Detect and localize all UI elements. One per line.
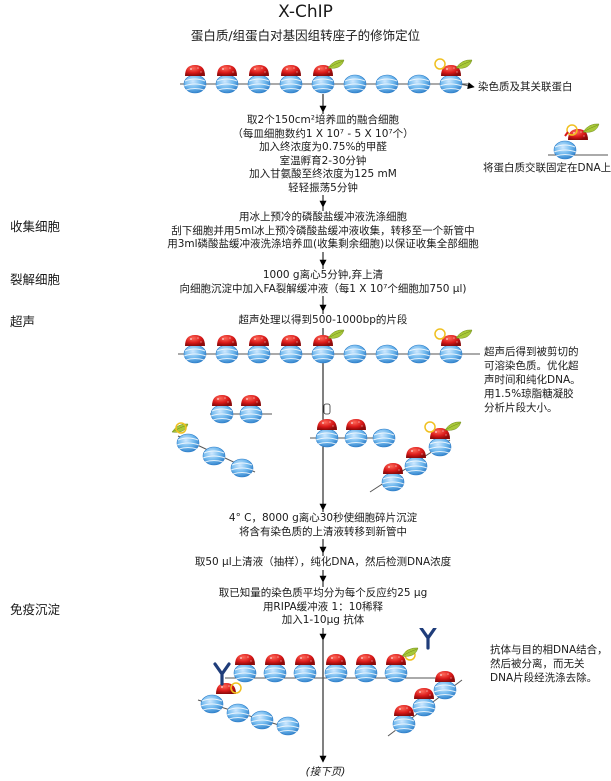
step-line: 取已知量的染色质平均分为每个反应约25 µg xyxy=(218,587,428,599)
note-antibody: 抗体与目的相DNA结合， 然后被分离，而无关 DNA片段经洗涤去除。 xyxy=(490,643,608,685)
note-line: 声时间和纯化DNA。 xyxy=(484,374,581,386)
section-sonicate: 超声 xyxy=(10,314,36,329)
step-sonicate: 超声处理以得到500-1000bp的片段 xyxy=(173,314,473,328)
step-line: 1000 g离心5分钟,弃上清 xyxy=(262,269,384,281)
section-ip: 免疫沉淀 xyxy=(10,602,61,617)
step-line: 取2个150cm²培养皿的融合细胞 xyxy=(247,114,399,126)
chromatin-ip xyxy=(197,626,463,737)
step-line: 向细胞沉淀中加入FA裂解缓冲液（每1 X 10⁷个细胞加750 µl) xyxy=(179,282,467,295)
note-line: 然后被分离，而无关 xyxy=(490,658,585,670)
note-line: 可溶染色质。优化超 xyxy=(484,360,579,372)
section-collect: 收集细胞 xyxy=(10,219,61,234)
note-line: 超声后得到被剪切的 xyxy=(484,346,579,358)
step-line: 加入终浓度为0.75%的甲醛 xyxy=(259,141,387,153)
page-subtitle: 蛋白质/组蛋白对基因组转座子的修饰定位 xyxy=(190,28,421,43)
section-lyse: 裂解细胞 xyxy=(10,272,61,287)
step-line: 刮下细胞并用5ml冰上预冷磷酸盐缓冲液收集，转移至一个新管中 xyxy=(171,224,475,237)
step-line: 用冰上预冷的磷酸盐缓冲液洗涤细胞 xyxy=(239,211,407,223)
step-centrifuge: 4° C，8000 g离心30秒使细胞碎片沉淀 将含有染色质的上清液转移到新管中 xyxy=(173,512,473,539)
step-line: 4° C，8000 g离心30秒使细胞碎片沉淀 xyxy=(228,512,418,524)
step-line: 用3ml磷酸盐缓冲液洗涤培养皿(收集剩余细胞)以保证收集全部细胞 xyxy=(167,238,479,250)
note-line: 分析片段大小。 xyxy=(484,402,558,414)
note-sonication: 超声后得到被剪切的 可溶染色质。优化超 声时间和纯化DNA。 用1.5%琼脂糖凝… xyxy=(484,345,581,415)
step-line: 加入甘氨酸至终浓度为125 mM xyxy=(249,168,397,180)
crosslink-illustration xyxy=(548,123,608,160)
step-line: 室温孵育2-30分钟 xyxy=(279,154,367,167)
note-line: 用1.5%琼脂糖凝胶 xyxy=(484,388,574,400)
step-lyse: 1000 g离心5分钟,弃上清 向细胞沉淀中加入FA裂解缓冲液（每1 X 10⁷… xyxy=(123,269,523,296)
step-line: 用RIPA缓冲液 1：10稀释 xyxy=(262,600,384,613)
note-line: 抗体与目的相DNA结合， xyxy=(490,644,608,656)
step-collect: 用冰上预冷的磷酸盐缓冲液洗涤细胞 刮下细胞并用5ml冰上预冷磷酸盐缓冲液收集，转… xyxy=(123,211,523,252)
page-title: X-ChIP xyxy=(278,2,333,22)
footer-continued: (接下页) xyxy=(305,766,346,778)
step-sample: 取50 µl上清液（抽样），纯化DNA，然后检测DNA浓度 xyxy=(173,556,473,570)
step-crosslinking: 取2个150cm²培养皿的融合细胞 （每皿细胞数约1 X 10⁷ - 5 X 1… xyxy=(173,114,473,195)
step-ip: 取已知量的染色质平均分为每个反应约25 µg 用RIPA缓冲液 1：10稀释 加… xyxy=(173,587,473,628)
note-line: DNA片段经洗涤去除。 xyxy=(490,672,598,684)
step-line: （每皿细胞数约1 X 10⁷ - 5 X 10⁷个） xyxy=(232,127,414,140)
label-crosslink: 将蛋白质交联固定在DNA上 xyxy=(483,162,611,174)
step-line: 将含有染色质的上清液转移到新管中 xyxy=(239,525,407,538)
step-line: 加入1-10µg 抗体 xyxy=(281,614,365,626)
chromatin-fiber-2 xyxy=(178,328,480,364)
step-line: 超声处理以得到500-1000bp的片段 xyxy=(238,314,408,326)
chromatin-fragments xyxy=(171,395,462,493)
chromatin-fiber-1 xyxy=(180,58,475,94)
tube-icon xyxy=(323,403,331,415)
step-line: 轻轻振荡5分钟 xyxy=(288,181,358,194)
label-chromatin: 染色质及其关联蛋白 xyxy=(478,81,573,93)
step-line: 取50 µl上清液（抽样），纯化DNA，然后检测DNA浓度 xyxy=(194,556,452,568)
